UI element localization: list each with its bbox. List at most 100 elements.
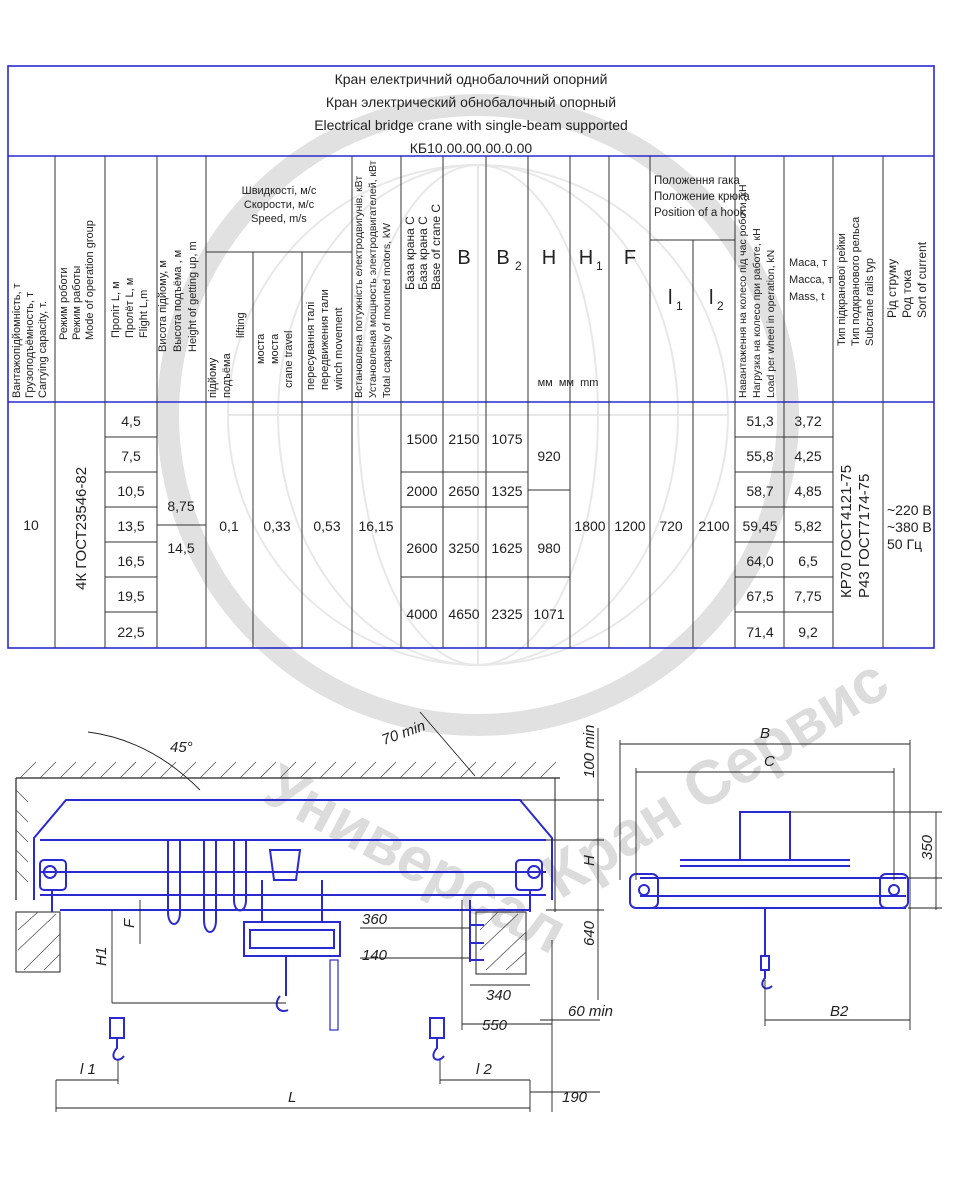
cell-B2-1: 1075 [491,431,522,447]
label-L: L [288,1089,296,1106]
label-H-front: H [581,855,598,866]
cell-power: 16,15 [358,518,393,534]
hdr-power-en: Total capasity of mounted motors, kW [381,223,393,398]
hdr-wheel-ru: Нагрузка на колесо при работе, кН [751,228,763,398]
cell-base-4: 4000 [406,606,437,622]
cell-span-1: 4,5 [121,413,141,429]
cell-mass-5: 6,5 [798,553,818,569]
side-trolley [739,811,791,861]
title-ru: Кран электрический обнобалочный опорный [326,94,616,110]
cell-span-6: 19,5 [117,588,144,604]
cell-base-3: 2600 [406,540,437,556]
spec-table [7,65,935,649]
hdr-speed-winch-en: winch movement [333,307,345,391]
hdr-rail-en: Subcrane rails typ [864,258,876,346]
cell-B-4: 4650 [448,606,479,622]
hdr-speed-ru: Скорости, м/с [244,199,315,211]
cell-current-3: 50 Гц [887,536,922,552]
hdr-l1: l [668,287,672,309]
cell-mass-1: 3,72 [794,413,821,429]
cell-wheel-6: 67,5 [746,588,773,604]
label-140: 140 [362,947,388,964]
label-H1: H1 [93,947,110,966]
cell-mass-4: 5,82 [794,518,821,534]
label-640: 640 [581,920,598,946]
hdr-H: H [542,247,556,269]
cell-wheel-4: 59,45 [742,518,777,534]
table-border [7,65,935,649]
hdr-span-ru: Пролёт L, м [124,278,136,338]
hdr-power-ru: Установленая мощность электродвигателей,… [367,160,379,398]
cell-span-4: 13,5 [117,518,144,534]
hdr-B2: B [496,247,509,269]
cell-B2-2: 1325 [491,483,522,499]
cell-B-1: 2150 [448,431,479,447]
cell-B2-3: 1625 [491,540,522,556]
hdr-rail-ua: Тип підкранової рейки [836,233,848,346]
label-340: 340 [486,987,512,1004]
hdr-B2-sub: 2 [515,259,522,273]
label-F: F [121,918,138,928]
hdr-capacity-ru: Грузоподъёмность, т [24,292,36,398]
cell-mode: 4К ГОСТ23546-82 [73,467,90,590]
hdr-speed-en: Speed, m/s [251,213,307,225]
label-angle: 45° [170,739,193,756]
cell-wheel-5: 64,0 [746,553,773,569]
label-350: 350 [919,834,936,860]
cell-base-1: 1500 [406,431,437,447]
cell-span-2: 7,5 [121,448,141,464]
hdr-height-ru: Высота подъёма , м [172,250,184,352]
hdr-capacity-ua: Вантажопідйомність, т [11,283,23,398]
cell-current-2: ~380 В [887,519,932,535]
hdr-hook-ua: Положення гака [654,175,740,187]
side-view: B C B2 350 [619,725,942,1030]
side-dimensions [619,740,942,1030]
label-l1: l 1 [80,1061,96,1078]
table-header: Вантажопідйомність, т Грузоподъёмность, … [11,160,929,398]
hdr-rail-ru: Тип подкранового рельса [850,216,862,346]
cell-H-1: 920 [537,448,561,464]
title-code: КБ10.00.00.00.0.00 [410,140,533,156]
title-ua: Кран електричний однобалочний опорний [335,71,608,87]
hdr-wheel-en: Load per wheel in operation, kN [765,250,777,398]
cell-rail-2: Р43 ГОСТ7174-75 [856,474,873,598]
cell-span-3: 10,5 [117,483,144,499]
table-grid [54,156,884,648]
hdr-H1-sub: 1 [596,259,603,273]
cell-height-a: 8,75 [167,498,194,514]
cell-B-2: 2650 [448,483,479,499]
crane-outline [33,799,553,900]
cell-mass-6: 7,75 [794,588,821,604]
cell-current-1: ~220 В [887,502,932,518]
cell-mass-2: 4,25 [794,448,821,464]
hdr-mass-en: Mass, t [789,291,824,303]
cell-F: 1200 [614,518,645,534]
title-en: Electrical bridge crane with single-beam… [314,117,628,133]
hdr-base-ru: База крана С [416,216,430,290]
hdr-base-ua: База крана С [403,216,417,290]
cell-rail-1: КР70 ГОСТ4121-75 [838,465,855,598]
hdr-current-ru: Род тока [900,269,914,318]
hdr-F: F [624,247,636,269]
label-B2: B2 [830,1003,849,1020]
cell-H1: 1800 [574,518,605,534]
hdr-units: мм мм mm [538,377,599,389]
watermark-ring [157,94,799,736]
cell-capacity: 10 [23,517,39,533]
hdr-hook-en: Position of a hook [654,207,746,219]
cell-span-5: 16,5 [117,553,144,569]
hdr-capacity-en: Carrying capacity, т. [37,301,49,398]
label-B: B [760,725,770,742]
hdr-speed-lift-ua: підйому [207,357,219,398]
cell-speed-winch: 0,53 [313,518,340,534]
hdr-mode-ru: Режим работы [71,266,83,340]
cell-base-2: 2000 [406,483,437,499]
label-360: 360 [362,911,388,928]
hdr-span-ua: Пролiт L, м [110,281,122,338]
hdr-mass-ua: Маса, т [789,257,827,269]
label-550: 550 [482,1017,508,1034]
cell-wheel-2: 55,8 [746,448,773,464]
table-body: 10 4К ГОСТ23546-82 4,5 7,5 10,5 13,5 16,… [23,413,932,640]
hdr-speed-lift-ru: подъёма [221,352,233,398]
